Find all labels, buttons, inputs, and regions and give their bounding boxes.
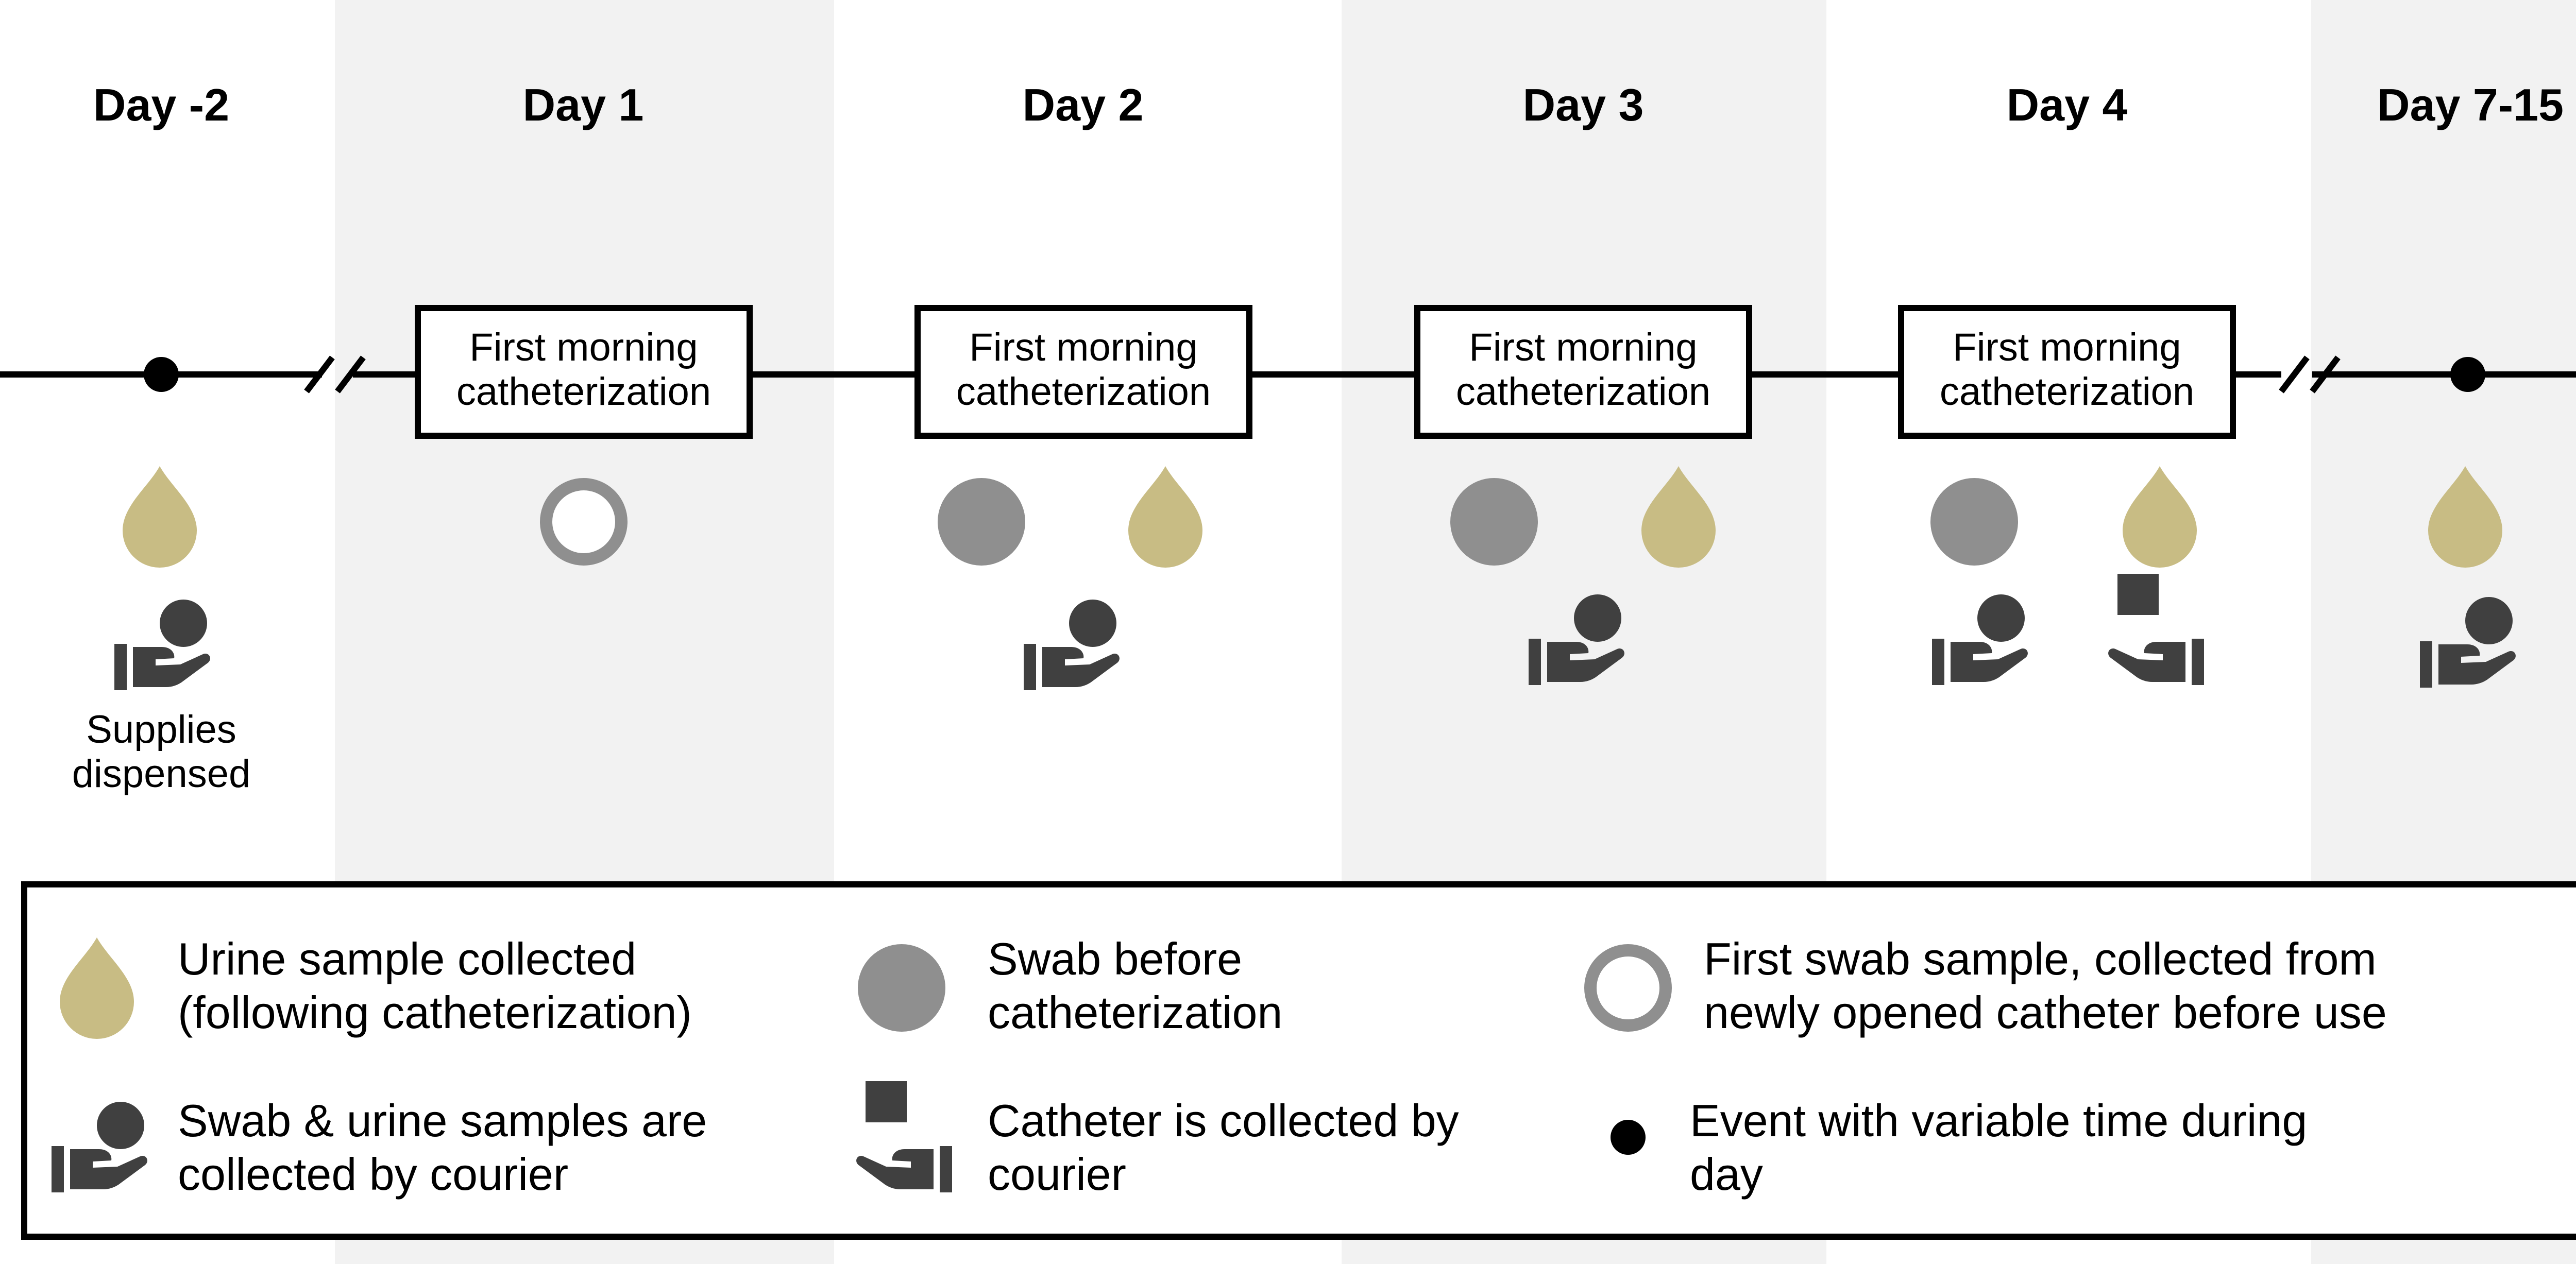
legend-swab-label: Swab before [988,933,1242,984]
axis-break-left [304,355,366,394]
catheterization-box-day-3: First morning catheterization [1414,305,1752,439]
catheterization-box-day-1: First morning catheterization [415,305,753,439]
catheterization-box-day-4: First morning catheterization [1898,305,2236,439]
legend-first-swab-ring-icon [1590,950,1666,1026]
svg-text:catheterization: catheterization [456,370,711,414]
legend-courier-catheter-label: Catheter is collected by [988,1095,1459,1146]
legend-first-swab-label: First swab sample, collected from [1704,933,2377,984]
svg-text:catheterization: catheterization [1940,370,2194,414]
svg-text:First morning: First morning [469,326,698,369]
legend-swab-circle-icon [858,944,945,1032]
day-label-minus2: Day -2 [93,79,229,130]
legend-first-swab-label-line-2: newly opened catheter before use [1704,987,2387,1038]
day-label-7-15: Day 7-15 [2377,79,2564,130]
legend-urine-label: Urine sample collected [178,933,636,984]
catheterization-box-day-2: First morning catheterization [914,305,1252,439]
svg-text:First morning: First morning [969,326,1197,369]
legend-variable-event-label: Event with variable time during [1690,1095,2307,1146]
legend-courier-samples-label-line-2: collected by courier [178,1149,568,1200]
supplies-note: Supplies [86,708,236,751]
variable-event-dot-day-minus2 [144,357,179,392]
legend-swab-label-line-2: catheterization [988,987,1282,1038]
legend-courier-samples-label: Swab & urine samples are [178,1095,707,1146]
svg-text:First morning: First morning [1953,326,2181,369]
legend-urine-label-line-2: (following catheterization) [178,987,692,1038]
legend-variable-event-label-line-2: day [1690,1149,1763,1200]
legend-courier-catheter-label-line-2: courier [988,1149,1126,1200]
svg-text:catheterization: catheterization [1456,370,1710,414]
variable-event-dot-day-7-15 [2450,357,2485,392]
day-label-2: Day 2 [1023,79,1144,130]
svg-text:First morning: First morning [1469,326,1697,369]
first-swab-ring-icon [546,484,621,559]
swab-circle-icon [1450,478,1538,566]
axis-break-right [2279,355,2341,394]
svg-text:catheterization: catheterization [956,370,1211,414]
legend: Urine sample collected (following cathet… [21,881,2576,1240]
supplies-note-line-2: dispensed [72,752,251,796]
legend-variable-event-dot-icon [1611,1120,1646,1155]
day-label-1: Day 1 [523,79,644,130]
day-label-3: Day 3 [1523,79,1644,130]
swab-circle-icon [1930,478,2018,566]
swab-circle-icon [938,478,1025,566]
day-label-4: Day 4 [2007,79,2128,130]
